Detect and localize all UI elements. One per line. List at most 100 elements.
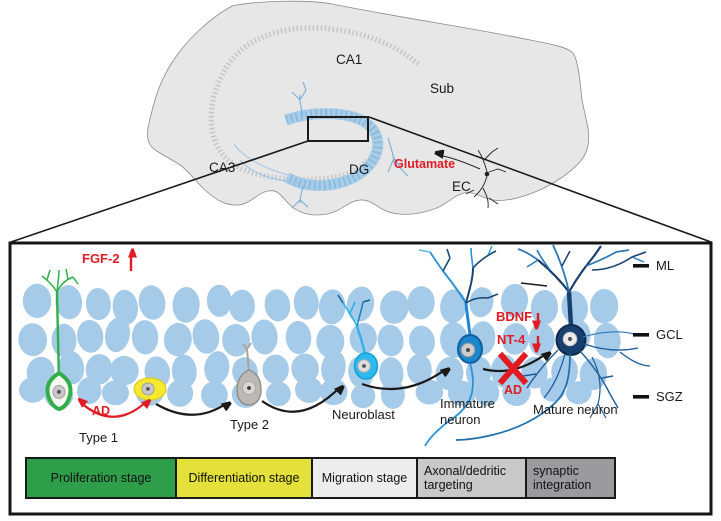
granule-cell bbox=[192, 319, 220, 354]
granule-cell bbox=[206, 284, 232, 317]
granule-cell bbox=[229, 289, 255, 323]
label-immature-neuron: Immature neuron bbox=[440, 396, 495, 427]
stage-migration: Migration stage bbox=[311, 457, 418, 499]
granule-cell bbox=[589, 289, 619, 324]
granule-cell bbox=[469, 287, 494, 318]
granule-cell bbox=[138, 285, 166, 320]
granule-cell bbox=[264, 289, 291, 322]
brain-slice-outline bbox=[147, 0, 590, 216]
granule-cell bbox=[222, 324, 250, 357]
label-type1: Type 1 bbox=[79, 430, 119, 445]
granule-cell bbox=[104, 317, 131, 353]
type2a-cell-yellow bbox=[133, 377, 167, 401]
granule-cell bbox=[346, 286, 375, 322]
granule-cell bbox=[85, 288, 111, 321]
granule-cell bbox=[77, 319, 104, 353]
arrow-neuroblast-to-immature bbox=[361, 369, 446, 391]
label-ec: EC bbox=[452, 179, 471, 194]
immature-neuron-cell bbox=[418, 245, 499, 447]
red-x-mark bbox=[497, 351, 529, 386]
granule-cell bbox=[440, 289, 467, 324]
granule-cell bbox=[502, 323, 529, 355]
label-sgz: SGZ bbox=[656, 389, 683, 404]
granule-cell bbox=[55, 285, 83, 320]
granule-cell bbox=[321, 350, 346, 385]
granule-cell bbox=[85, 354, 113, 385]
stage-label: synaptic integration bbox=[533, 464, 592, 492]
granule-cell bbox=[316, 324, 345, 358]
label-nt4: NT-4 bbox=[497, 332, 526, 347]
ml-tick bbox=[633, 264, 649, 268]
layer-ticks bbox=[633, 264, 649, 399]
granule-cell bbox=[349, 322, 377, 354]
magnifier-line-right bbox=[368, 116, 712, 243]
granule-cell bbox=[285, 321, 312, 355]
granule-cell bbox=[380, 380, 405, 409]
granule-cell bbox=[112, 289, 138, 325]
label-mature-neuron: Mature neuron bbox=[533, 402, 618, 417]
neuroblast-cell bbox=[337, 294, 379, 380]
gcl-tick bbox=[633, 333, 649, 337]
sgz-tick bbox=[633, 395, 649, 399]
stage-differentiation: Differentiation stage bbox=[175, 457, 313, 499]
dentate-gyrus bbox=[233, 81, 409, 209]
granule-cell bbox=[171, 354, 197, 389]
stage-synaptic-integration: synaptic integration bbox=[525, 457, 616, 499]
pyramidal-layer-arc bbox=[208, 25, 420, 183]
granule-cell bbox=[266, 381, 291, 407]
granule-cell bbox=[19, 377, 47, 403]
label-gcl: GCL bbox=[656, 327, 683, 342]
label-ca1: CA1 bbox=[336, 52, 363, 67]
granule-cell bbox=[172, 287, 200, 323]
granule-cell bbox=[380, 290, 409, 324]
granule-cell bbox=[409, 325, 435, 358]
label-ad-right: AD bbox=[504, 383, 523, 397]
dg-sprigs bbox=[291, 81, 409, 209]
stage-label: Axonal/dedritic targeting bbox=[424, 464, 506, 492]
granule-cell bbox=[295, 376, 323, 403]
arrow-type1-to-type2 bbox=[155, 403, 227, 416]
granule-cell bbox=[406, 354, 432, 385]
granule-cell bbox=[18, 323, 48, 357]
hippocampus-overview bbox=[10, 0, 712, 243]
granule-cell bbox=[22, 283, 52, 318]
granule-cell bbox=[131, 320, 159, 355]
stage-proliferation: Proliferation stage bbox=[25, 457, 177, 499]
label-fgf2: FGF-2 bbox=[82, 251, 120, 266]
label-bdnf: BDNF bbox=[496, 309, 533, 324]
arrow-type2-to-neuroblast bbox=[261, 387, 340, 413]
granule-cell bbox=[407, 286, 435, 320]
mature-axon bbox=[455, 353, 571, 441]
granule-cell bbox=[565, 381, 592, 405]
granule-cell bbox=[474, 378, 500, 407]
label-ca3: CA3 bbox=[209, 160, 236, 175]
zoom-box bbox=[307, 116, 369, 142]
granule-cell bbox=[377, 324, 404, 357]
granule-cell bbox=[109, 355, 139, 386]
label-ad-left: AD bbox=[92, 404, 111, 418]
stage-label: Migration stage bbox=[321, 471, 408, 485]
stage-label: Proliferation stage bbox=[50, 471, 152, 485]
stage-axonal-targeting: Axonal/dedritic targeting bbox=[416, 457, 527, 499]
immature-axon bbox=[424, 362, 474, 447]
granule-cell bbox=[415, 379, 444, 405]
type1-cell bbox=[41, 268, 79, 412]
red-annotations bbox=[80, 252, 538, 418]
label-dg: DG bbox=[349, 162, 370, 177]
stage-bar: Proliferation stage Differentiation stag… bbox=[25, 457, 616, 499]
granule-cell bbox=[500, 283, 529, 318]
stage-label: Differentiation stage bbox=[188, 471, 300, 485]
granule-cell bbox=[251, 319, 278, 355]
granule-cell bbox=[291, 353, 319, 384]
magnifier-line-left bbox=[10, 140, 309, 243]
label-neuroblast: Neuroblast bbox=[332, 407, 395, 422]
ad-double-arrow bbox=[80, 401, 147, 418]
granule-cell-field bbox=[18, 283, 621, 409]
granule-cell bbox=[350, 384, 376, 409]
granule-cell bbox=[318, 289, 346, 325]
type2-cell bbox=[236, 342, 262, 406]
granule-cell bbox=[293, 285, 319, 320]
granule-cell bbox=[166, 379, 194, 407]
label-type2: Type 2 bbox=[230, 417, 270, 432]
